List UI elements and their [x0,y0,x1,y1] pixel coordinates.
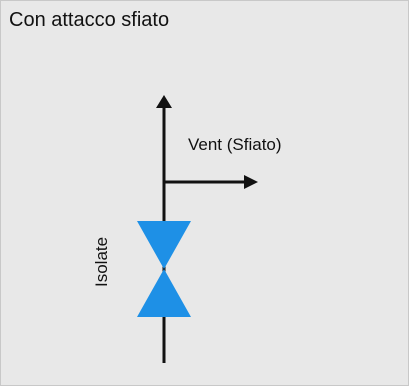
arrow-right-icon [244,175,258,189]
arrow-up-icon [156,95,172,108]
diagram-title: Con attacco sfiato [9,9,170,31]
vent-label: Vent (Sfiato) [188,135,282,154]
isolate-label: Isolate [92,236,111,287]
isolation-valve-icon [137,221,191,317]
